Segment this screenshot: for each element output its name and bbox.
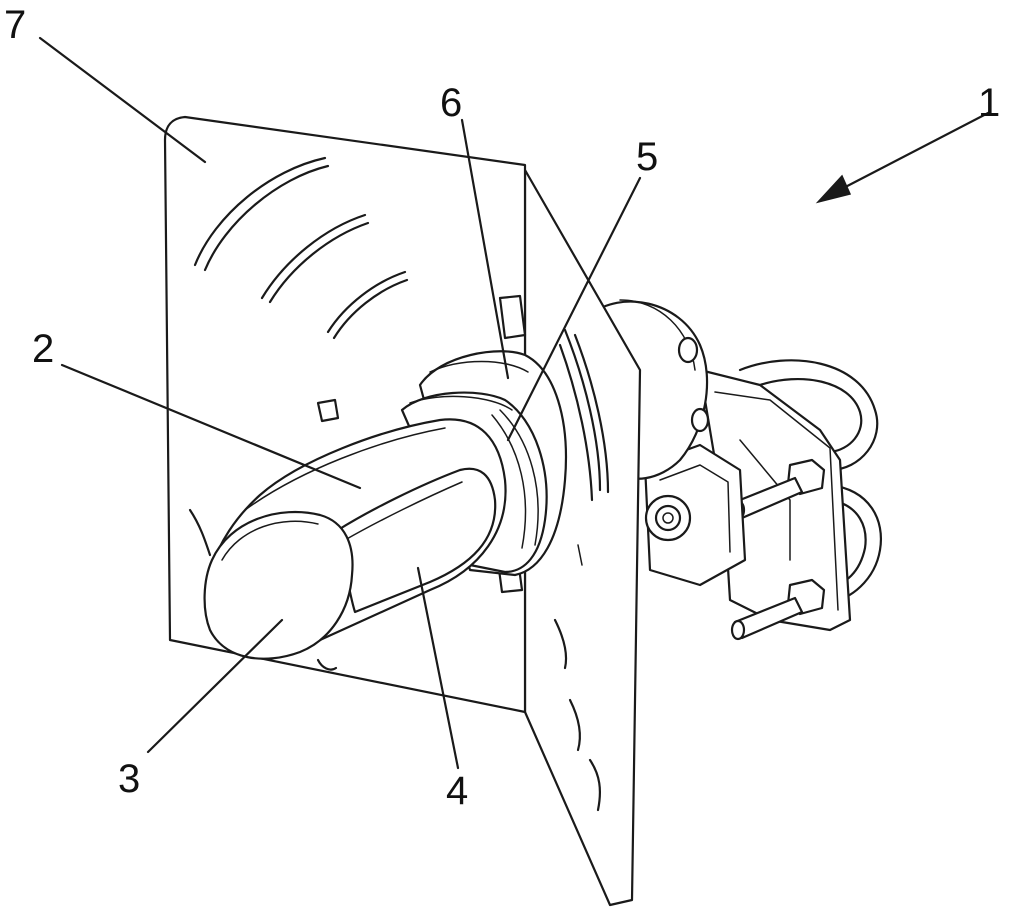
bolt-lower (730, 578, 826, 641)
label-2: 2 (32, 327, 54, 371)
label-7: 7 (4, 3, 26, 47)
label-4: 4 (446, 769, 468, 813)
antenna-housing (203, 418, 507, 660)
pole-clamp-assembly (643, 359, 882, 641)
label-3: 3 (118, 757, 140, 801)
leader-lines (38, 36, 992, 770)
pivot-nut (644, 494, 692, 542)
label-1: 1 (978, 81, 1000, 125)
arrowhead (815, 174, 852, 204)
label-5: 5 (636, 135, 658, 179)
label-6: 6 (440, 81, 462, 125)
reference-labels: 7 1 6 5 2 3 4 (4, 3, 1000, 813)
